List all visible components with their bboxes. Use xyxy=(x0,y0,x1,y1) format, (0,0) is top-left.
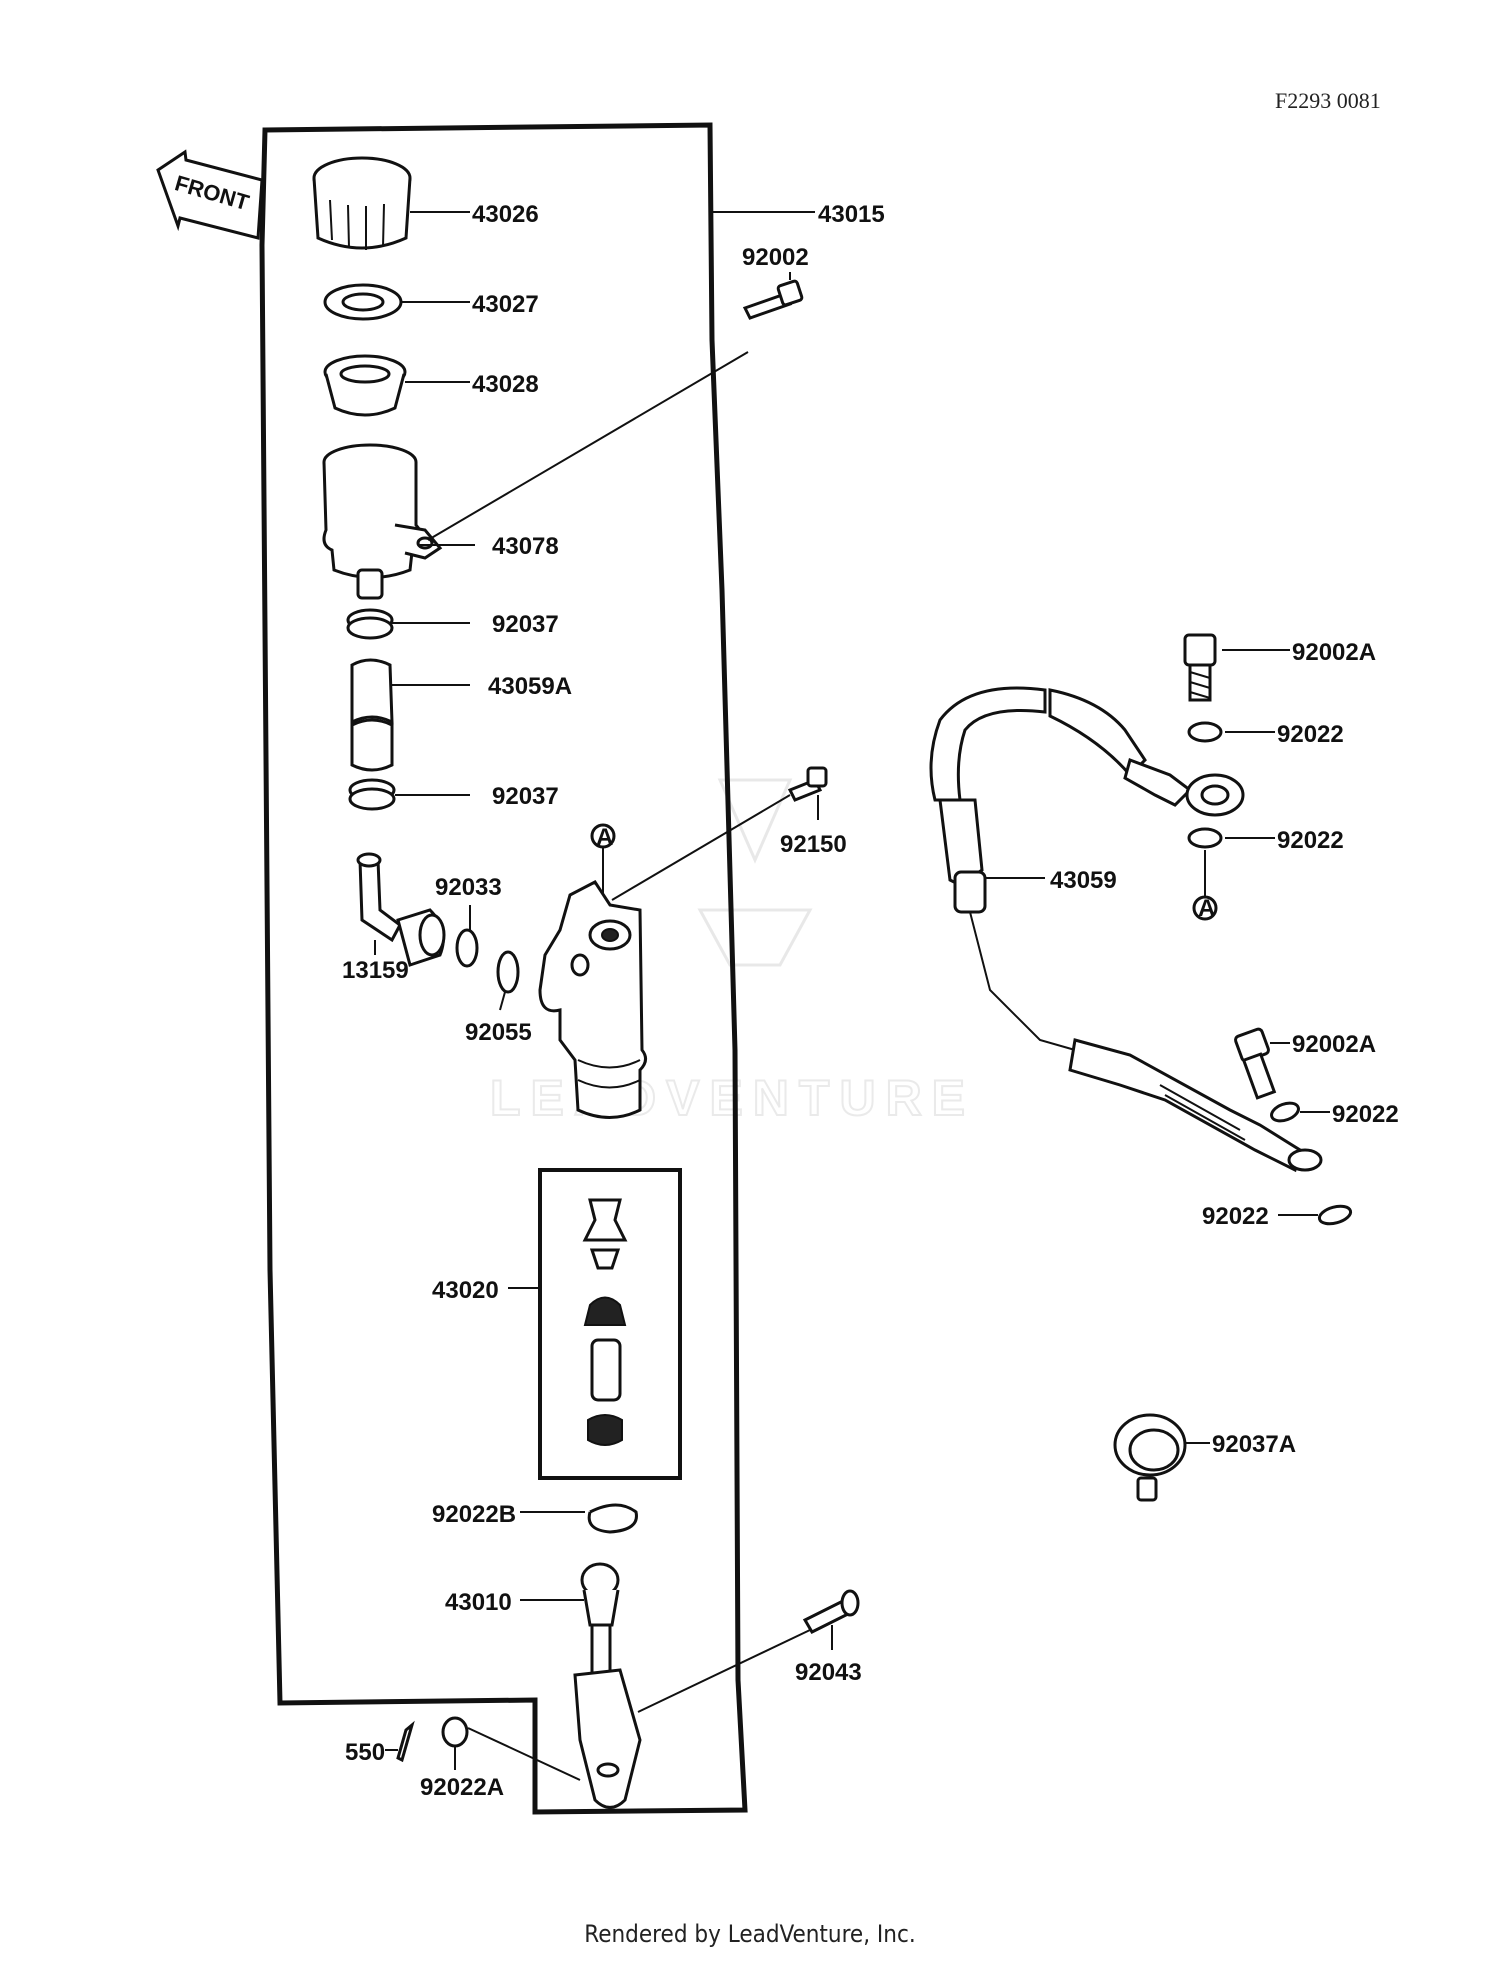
reference-marker-A-label: A xyxy=(596,824,613,851)
clevis-pin-icon xyxy=(802,1589,860,1634)
watermark: LEADVENTURE xyxy=(489,778,975,1127)
part-label-92022-1: 92022 xyxy=(1277,721,1344,748)
brake-hose-icon xyxy=(929,686,1323,1173)
circlip-icon xyxy=(587,1503,638,1534)
part-label-92150: 92150 xyxy=(780,831,847,858)
part-label-43027: 43027 xyxy=(472,291,539,318)
part-label-92055: 92055 xyxy=(465,1019,532,1046)
reference-marker-A-label-2: A xyxy=(1198,895,1215,922)
banjo-bolt-icon xyxy=(1234,1027,1277,1100)
piston-kit-box xyxy=(538,1168,682,1480)
footer-credit: Rendered by LeadVenture, Inc. xyxy=(584,1920,916,1948)
part-label-92022-3: 92022 xyxy=(1332,1101,1399,1128)
washer-icon xyxy=(1317,1204,1353,1226)
elbow-fitting-icon xyxy=(356,852,446,967)
part-label-43078: 43078 xyxy=(492,533,559,560)
part-label-43059A: 43059A xyxy=(488,673,572,700)
part-label-92033: 92033 xyxy=(435,874,502,901)
part-label-92037-bottom: 92037 xyxy=(492,783,559,810)
washer-icon xyxy=(1187,721,1223,743)
piston-kit-icon xyxy=(582,1198,628,1446)
part-label-92022-2: 92022 xyxy=(1277,827,1344,854)
banjo-bolt-icon xyxy=(1183,633,1217,702)
o-ring-icon xyxy=(455,928,479,968)
front-arrow-icon: FRONT xyxy=(156,149,264,240)
reservoir-cap-icon xyxy=(312,156,412,250)
reservoir-icon xyxy=(322,443,443,600)
part-label-92037-top: 92037 xyxy=(492,611,559,638)
washer-icon xyxy=(441,1716,469,1748)
part-label-92022A: 92022A xyxy=(420,1774,504,1801)
screw-icon xyxy=(742,279,804,320)
diaphragm-plate-icon xyxy=(323,283,403,321)
part-label-43059: 43059 xyxy=(1050,867,1117,894)
assembly-frame xyxy=(259,122,748,1815)
part-label-13159: 13159 xyxy=(342,957,409,984)
part-label-43028: 43028 xyxy=(472,371,539,398)
part-label-92037A: 92037A xyxy=(1212,1431,1296,1458)
part-label-43015: 43015 xyxy=(818,201,885,228)
drawing-id: F2293 0081 xyxy=(1275,88,1381,113)
part-label-92022-4: 92022 xyxy=(1202,1203,1269,1230)
hose-clamp-icon xyxy=(1113,1413,1187,1502)
part-label-92002A-bottom: 92002A xyxy=(1292,1031,1376,1058)
washer-icon xyxy=(1187,827,1223,849)
part-label-92043: 92043 xyxy=(795,1659,862,1686)
cotter-pin-icon xyxy=(396,1720,415,1763)
part-label-550: 550 xyxy=(345,1739,385,1766)
part-label-43010: 43010 xyxy=(445,1589,512,1616)
screw-icon xyxy=(787,766,828,802)
hose-clamp-icon xyxy=(348,778,396,811)
diaphragm-icon xyxy=(323,354,407,417)
reservoir-hose-icon xyxy=(350,658,394,772)
part-label-92002A-top: 92002A xyxy=(1292,639,1376,666)
push-rod-icon xyxy=(573,1562,642,1809)
reference-marker-A xyxy=(1192,895,1218,921)
part-label-92022B: 92022B xyxy=(432,1501,516,1528)
o-ring-icon xyxy=(496,950,520,994)
watermark-text: LEADVENTURE xyxy=(490,1070,975,1126)
master-cylinder-body-icon xyxy=(538,880,647,1119)
part-label-43026: 43026 xyxy=(472,201,539,228)
part-label-43020: 43020 xyxy=(432,1277,499,1304)
part-label-92002: 92002 xyxy=(742,244,809,271)
hose-clamp-icon xyxy=(346,608,394,640)
washer-icon xyxy=(1270,1101,1300,1123)
